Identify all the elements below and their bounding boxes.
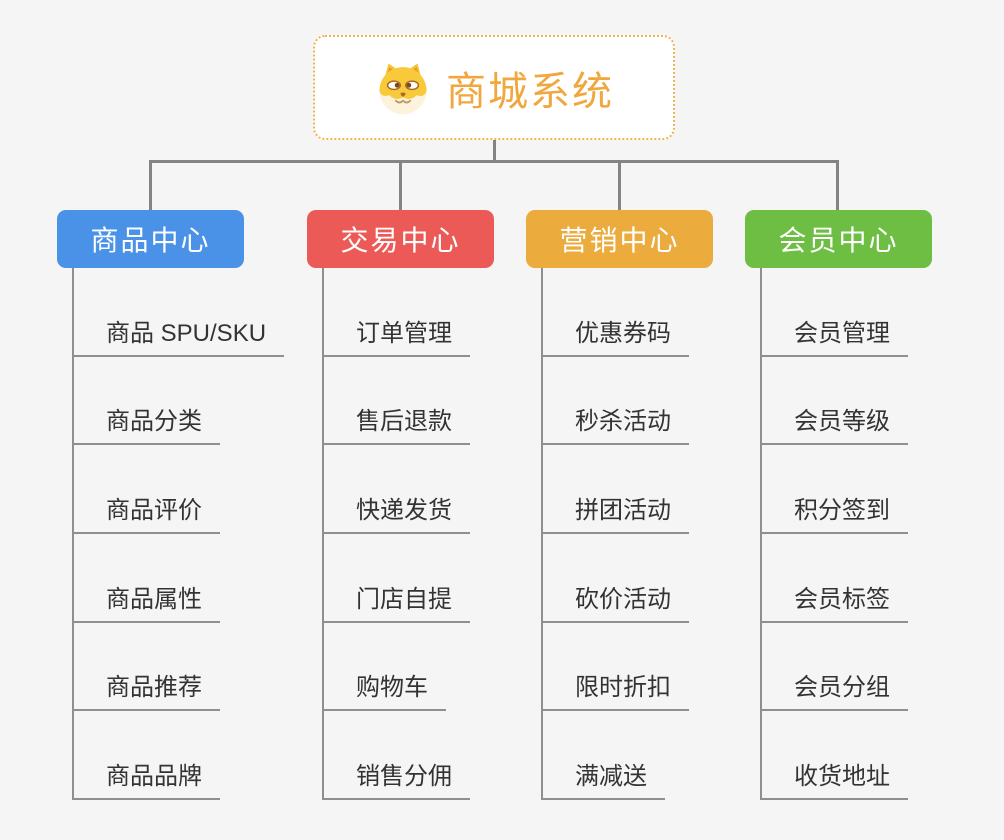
leaf-label[interactable]: 快递发货 bbox=[324, 490, 470, 535]
connector-root-stub bbox=[493, 140, 496, 162]
leaf-label[interactable]: 限时折扣 bbox=[543, 667, 689, 712]
leaf-label[interactable]: 商品 SPU/SKU bbox=[74, 313, 285, 357]
leaf-label[interactable]: 销售分佣 bbox=[324, 756, 470, 801]
leaf-column-product: 商品 SPU/SKU 商品分类 商品评价 商品属性 商品推荐 商品品牌 bbox=[72, 268, 285, 801]
leaf-label[interactable]: 满减送 bbox=[543, 756, 665, 801]
leaf-label[interactable]: 商品分类 bbox=[74, 401, 220, 446]
leaf-label[interactable]: 商品推荐 bbox=[74, 667, 220, 712]
root-title: 商城系统 bbox=[446, 69, 614, 114]
branch-marketing-center[interactable]: 营销中心 bbox=[526, 210, 713, 268]
leaf-label[interactable]: 会员标签 bbox=[762, 579, 908, 623]
leaf-label[interactable]: 会员管理 bbox=[762, 313, 908, 357]
leaf-label[interactable]: 购物车 bbox=[324, 667, 446, 712]
leaf-label[interactable]: 会员等级 bbox=[762, 401, 908, 446]
leaf-label[interactable]: 秒杀活动 bbox=[543, 401, 689, 446]
leaf-label[interactable]: 商品属性 bbox=[74, 579, 220, 623]
leaf-label[interactable]: 积分签到 bbox=[762, 490, 908, 535]
branch-trade-center[interactable]: 交易中心 bbox=[307, 210, 494, 268]
leaf-label[interactable]: 拼团活动 bbox=[543, 490, 689, 535]
dog-face-icon bbox=[379, 63, 427, 114]
leaf-column-trade: 订单管理 售后退款 快递发货 门店自提 购物车 销售分佣 bbox=[322, 268, 470, 801]
leaf-label[interactable]: 商品评价 bbox=[74, 490, 220, 535]
connector-drop-marketing bbox=[618, 163, 621, 210]
leaf-label[interactable]: 门店自提 bbox=[324, 579, 470, 623]
branch-product-center[interactable]: 商品中心 bbox=[57, 210, 244, 268]
leaf-label[interactable]: 收货地址 bbox=[762, 756, 908, 801]
leaf-label[interactable]: 优惠券码 bbox=[543, 313, 689, 357]
connector-drop-trade bbox=[399, 163, 402, 210]
connector-drop-member bbox=[836, 163, 839, 210]
leaf-label[interactable]: 商品品牌 bbox=[74, 756, 220, 801]
branch-member-center[interactable]: 会员中心 bbox=[745, 210, 932, 268]
connector-horizontal-bus bbox=[149, 160, 839, 163]
leaf-label[interactable]: 售后退款 bbox=[324, 401, 470, 446]
leaf-column-member: 会员管理 会员等级 积分签到 会员标签 会员分组 收货地址 bbox=[760, 268, 908, 801]
leaf-label[interactable]: 订单管理 bbox=[324, 313, 470, 357]
leaf-column-marketing: 优惠券码 秒杀活动 拼团活动 砍价活动 限时折扣 满减送 bbox=[541, 268, 689, 801]
connector-drop-product bbox=[149, 163, 152, 210]
root-node[interactable]: 商城系统 bbox=[313, 35, 675, 140]
leaf-label[interactable]: 会员分组 bbox=[762, 667, 908, 712]
leaf-label[interactable]: 砍价活动 bbox=[543, 579, 689, 623]
